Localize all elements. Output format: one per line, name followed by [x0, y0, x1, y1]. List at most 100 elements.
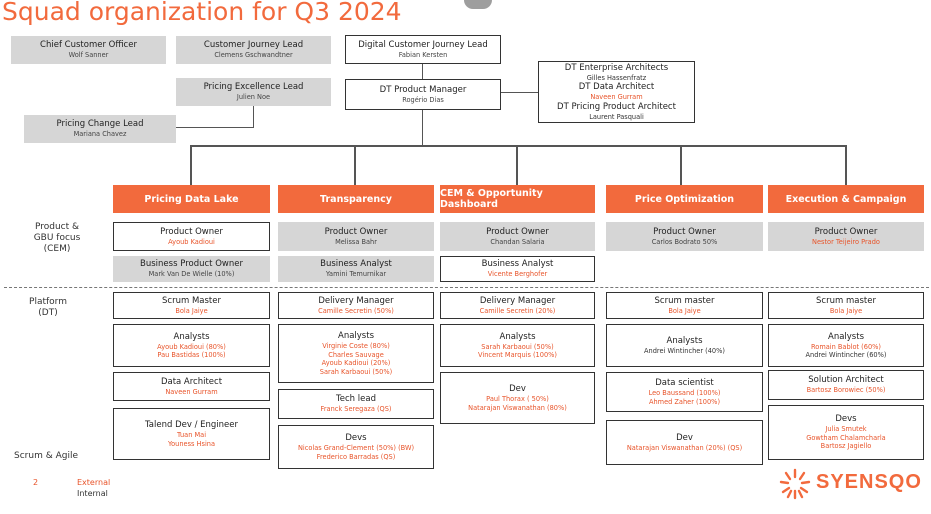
person-name: Julia Smutek: [825, 425, 867, 434]
role-label: DT Pricing Product Architect: [557, 101, 676, 112]
person-name: Bola Jaiye: [175, 306, 208, 315]
person-name: Gowtham Chalamcharla: [806, 433, 886, 442]
person-name: Yamini Temurnikar: [325, 270, 387, 279]
role-label: Tech lead: [336, 394, 376, 405]
person-name: Bartosz Jagiello: [820, 442, 872, 451]
data-architect-box: Data Architect Naveen Gurram: [113, 372, 270, 401]
person-name: Bola Jaiye: [668, 306, 701, 315]
person-name: Leo Baussand (100%): [648, 389, 721, 397]
talend-dev-box: Talend Dev / Engineer Tuan Mai Youness H…: [113, 408, 270, 460]
person-name: Clemens Gschwandtner: [214, 51, 293, 60]
person-name: Vincent Marquis (100%): [478, 351, 557, 359]
connector-line: [190, 145, 847, 147]
role-label: Dev: [509, 384, 526, 394]
title-decoration-icon: [464, 0, 492, 9]
connector-line: [354, 145, 356, 185]
person-name: Gilles Hassenfratz: [586, 73, 647, 82]
role-label: Product Owner: [814, 226, 878, 237]
person-name: Laurent Pasquali: [589, 112, 644, 121]
dt-architects-box: DT Enterprise Architects Gilles Hassenfr…: [538, 61, 695, 123]
person-name: Sarah Karbaoui (50%): [319, 367, 393, 376]
person-name: Melissa Bahr: [335, 237, 377, 246]
devs-box: Devs Julia Smutek Gowtham Chalamcharla B…: [768, 405, 924, 460]
connector-line: [176, 127, 254, 128]
role-label: Talend Dev / Engineer: [145, 420, 238, 430]
role-label: DT Product Manager: [379, 84, 467, 95]
person-name: Camille Secretin (50%): [318, 306, 394, 315]
product-owner-box: Product Owner Carlos Bodrato 50%: [606, 222, 763, 251]
page-number: 2: [33, 478, 39, 487]
role-label: Product Owner: [324, 226, 388, 237]
role-label: Product Owner: [160, 226, 223, 237]
product-owner-box: Product Owner Melissa Bahr: [278, 222, 434, 251]
scrum-master-box: Scrum Master Bola Jaiye: [113, 292, 270, 319]
person-name: Vicente Berghofer: [487, 270, 548, 279]
data-scientist-box: Data scientist Leo Baussand (100%) Ahmed…: [606, 372, 763, 412]
connector-line: [253, 105, 254, 127]
role-label: Analysts: [173, 331, 210, 342]
person-name: Mark Van De Wielle (10%): [148, 270, 235, 279]
squad-header-price-optimization: Price Optimization: [606, 185, 763, 213]
person-name: Tuan Mai: [176, 431, 207, 439]
person-name: Andrei Wintincher (60%): [805, 351, 887, 359]
analysts-box: Analysts Ayoub Kadioui (80%) Pau Bastida…: [113, 324, 270, 367]
dev-box: Dev Natarajan Viswanathan (20%) (QS): [606, 420, 763, 465]
person-name: Chandan Salaria: [490, 237, 545, 246]
row-label-product: Product & GBU focus (CEM): [33, 222, 81, 254]
role-label: Data scientist: [655, 378, 714, 388]
role-label: Dev: [676, 432, 693, 443]
person-name: Frederico Barradas (QS): [316, 452, 396, 461]
person-name: Romain Bablot (60%): [811, 342, 881, 351]
squad-header-execution-campaign: Execution & Campaign: [768, 185, 924, 213]
delivery-manager-box: Delivery Manager Camille Secretin (50%): [278, 292, 434, 319]
connector-line: [516, 145, 518, 185]
person-name: Fabian Kersten: [398, 50, 448, 59]
role-label: Chief Customer Officer: [40, 40, 137, 51]
business-analyst-box: Business Analyst Vicente Berghofer: [440, 256, 595, 282]
role-label: Pricing Excellence Lead: [203, 82, 304, 93]
analysts-box: Analysts Andrei Wintincher (40%): [606, 324, 763, 367]
section-divider: [4, 287, 929, 288]
person-name: Ayoub Kadioui (80%): [157, 342, 226, 351]
person-name: Sarah Karbaoui (50%): [481, 342, 554, 351]
person-name: Ahmed Zaher (100%): [648, 397, 721, 406]
legend-external: External: [77, 478, 111, 487]
logo-wordmark: SYENSQO: [816, 471, 922, 493]
role-label: Solution Architect: [808, 375, 884, 386]
role-label: Pricing Change Lead: [56, 119, 144, 130]
connector-line: [845, 145, 847, 185]
syensqo-burst-icon: [779, 468, 811, 500]
dt-product-manager-box: DT Product Manager Rogério Dias: [345, 79, 501, 110]
role-label: DT Enterprise Architects: [564, 62, 669, 73]
person-name: Ayoub Kadioui: [168, 237, 215, 246]
product-owner-box: Product Owner Ayoub Kadioui: [113, 222, 270, 251]
person-name: Pau Bastidas (100%): [157, 351, 226, 359]
tech-lead-box: Tech lead Franck Seregaza (QS): [278, 389, 434, 419]
person-name: Youness Hsina: [167, 439, 215, 448]
product-owner-box: Product Owner Chandan Salaria: [440, 222, 595, 251]
pricing-excellence-lead-box: Pricing Excellence Lead Julien Noe: [176, 78, 331, 106]
person-name: Mariana Chavez: [73, 130, 127, 139]
scrum-master-box: Scrum master Bola Jaiye: [606, 292, 763, 319]
person-name: Rogério Dias: [402, 95, 444, 104]
connector-line: [680, 145, 682, 185]
analysts-box: Analysts Virginie Coste (80%) Charles Sa…: [278, 324, 434, 383]
dev-box: Dev Paul Thorax ( 50%) Natarajan Viswana…: [440, 372, 595, 424]
analysts-box: Analysts Sarah Karbaoui (50%) Vincent Ma…: [440, 324, 595, 367]
role-label: Scrum master: [816, 295, 876, 306]
person-name: Ayoub Kadioui (20%): [321, 359, 391, 367]
person-name: Julien Noe: [236, 93, 271, 102]
row-label-platform: Platform (DT): [29, 297, 67, 318]
row-label-scrum: Scrum & Agile: [14, 451, 78, 461]
person-name: Naveen Gurram: [590, 93, 643, 102]
role-label: Analysts: [666, 335, 703, 346]
squad-header-cem-dashboard: CEM & Opportunity Dashboard: [440, 185, 595, 213]
legend-internal: Internal: [77, 489, 108, 498]
squad-header-transparency: Transparency: [278, 185, 434, 213]
role-label: Digital Customer Journey Lead: [358, 39, 488, 50]
scrum-master-box: Scrum master Bola Jaiye: [768, 292, 924, 319]
analysts-box: Analysts Romain Bablot (60%) Andrei Wint…: [768, 324, 924, 367]
role-label: Analysts: [828, 331, 864, 342]
role-label: Product Owner: [486, 226, 549, 237]
connector-line: [190, 145, 192, 185]
